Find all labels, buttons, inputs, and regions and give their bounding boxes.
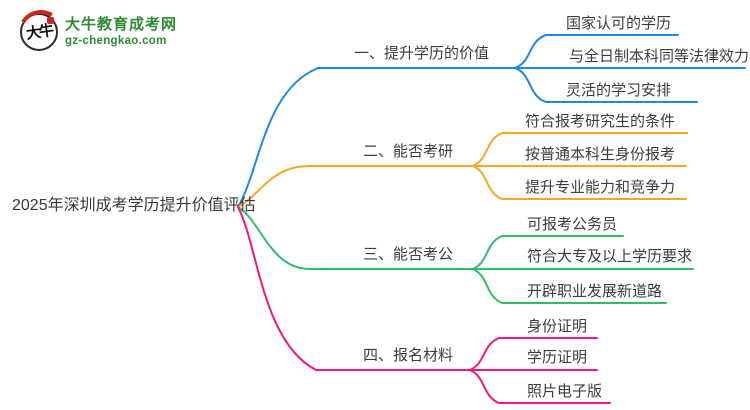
branch-1-label: 一、提升学历的价值	[354, 45, 490, 62]
branch-1-lines	[237, 34, 746, 208]
branch-3-label: 三、能否考公	[363, 246, 454, 263]
leaf-node: 可报考公务员	[527, 216, 618, 233]
leaf-node: 国家认可的学历	[566, 15, 672, 32]
leaf-node: 符合报考研究生的条件	[525, 113, 676, 130]
leaf-node: 学历证明	[527, 349, 588, 366]
leaf-node: 照片电子版	[527, 383, 603, 400]
branch-4-label: 四、报名材料	[363, 347, 454, 364]
leaf-node: 身份证明	[527, 318, 588, 335]
site-logo: 大牛 大牛教育成考网 gz-chengkao.com	[13, 5, 177, 61]
branch-2-lines	[237, 132, 688, 208]
branch-3-lines	[237, 206, 694, 304]
root-node: 2025年深圳成考学历提升价值评估	[12, 197, 256, 214]
leaf-node: 与全日制本科同等法律效力	[569, 48, 750, 65]
leaf-node: 符合大专及以上学历要求	[527, 248, 693, 265]
leaf-node: 开辟职业发展新道路	[527, 283, 663, 300]
logo-site-domain: gz-chengkao.com	[65, 35, 167, 47]
branch-4-lines	[237, 206, 611, 404]
logo-seal-icon	[47, 17, 54, 24]
logo-text-block: 大牛教育成考网 gz-chengkao.com	[65, 16, 177, 48]
logo-site-title: 大牛教育成考网	[65, 16, 178, 33]
leaf-node: 提升专业能力和竞争力	[525, 179, 676, 196]
branch-2-label: 二、能否考研	[363, 143, 454, 160]
logo-bull-icon: 大牛	[13, 5, 69, 61]
leaf-node: 按普通本科生身份报考	[525, 146, 676, 163]
leaf-node: 灵活的学习安排	[566, 82, 672, 99]
